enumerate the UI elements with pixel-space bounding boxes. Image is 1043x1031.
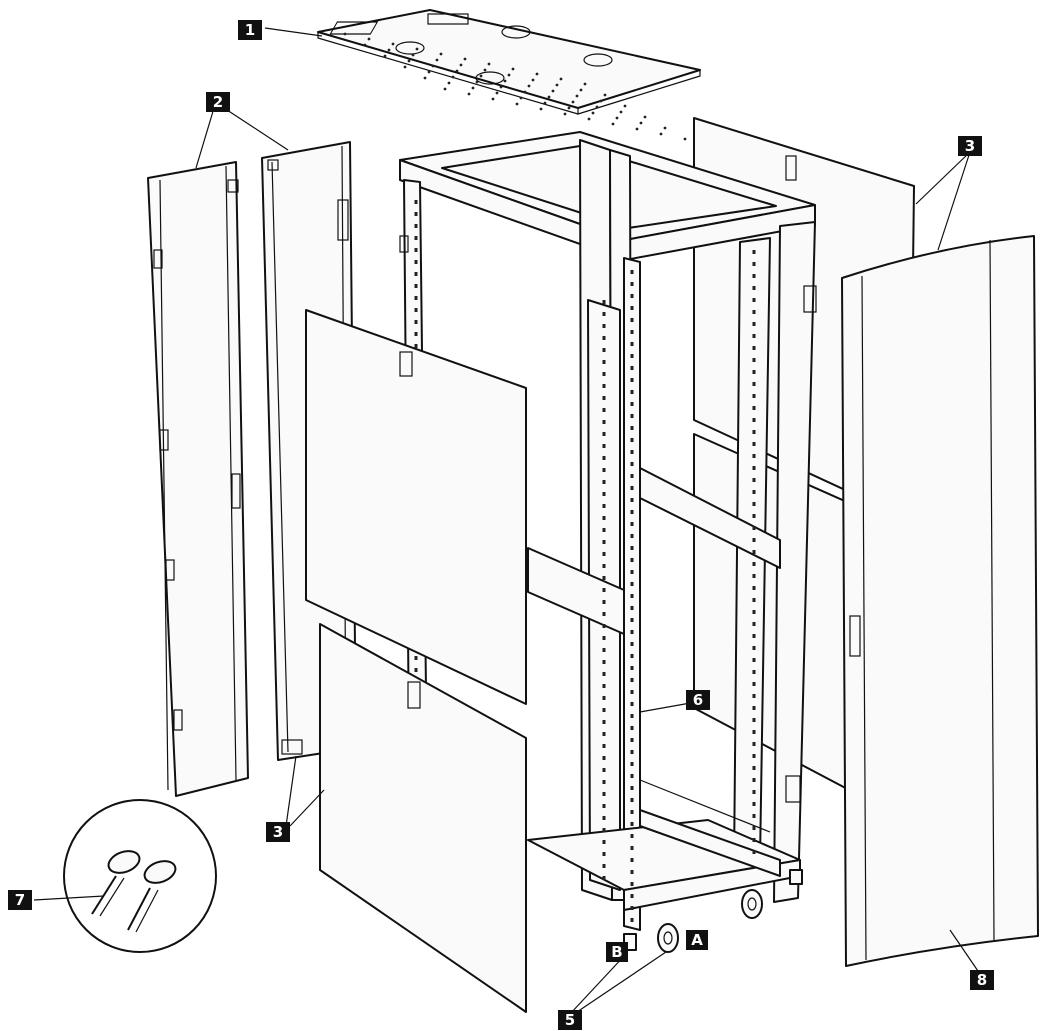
- key-left-icon: [91, 850, 141, 917]
- svg-text:2: 2: [213, 93, 223, 111]
- callout-8: 8: [970, 970, 994, 990]
- callout-7: 7: [8, 890, 32, 910]
- callout-a: A: [686, 930, 708, 950]
- front-door: [841, 235, 1039, 967]
- svg-text:3: 3: [273, 823, 283, 841]
- callout-5: 5: [558, 1010, 582, 1030]
- keys-circle: [63, 799, 217, 953]
- top-panel: [317, 9, 701, 141]
- svg-text:B: B: [611, 943, 622, 961]
- callout-6: 6: [686, 690, 710, 710]
- callout-1: 1: [238, 20, 262, 40]
- svg-text:3: 3: [965, 137, 975, 155]
- side-panel-left-upper: [305, 309, 527, 705]
- svg-text:8: 8: [977, 971, 987, 989]
- svg-text:A: A: [691, 931, 703, 949]
- callout-3-left: 3: [266, 822, 290, 842]
- caster-front: [657, 923, 679, 953]
- callout-3-right: 3: [958, 136, 982, 156]
- caster-rear: [741, 889, 763, 919]
- svg-text:6: 6: [693, 691, 703, 709]
- callout-2: 2: [206, 92, 230, 112]
- svg-text:1: 1: [245, 21, 255, 39]
- leveling-foot-rear: [789, 869, 803, 885]
- callout-b: B: [606, 942, 628, 962]
- key-right-icon: [127, 860, 177, 933]
- svg-text:7: 7: [15, 891, 25, 909]
- svg-text:5: 5: [565, 1011, 575, 1029]
- side-panel-left-lower: [319, 623, 527, 1013]
- left-door-outer: [147, 161, 249, 797]
- leader-lines: [33, 27, 981, 1015]
